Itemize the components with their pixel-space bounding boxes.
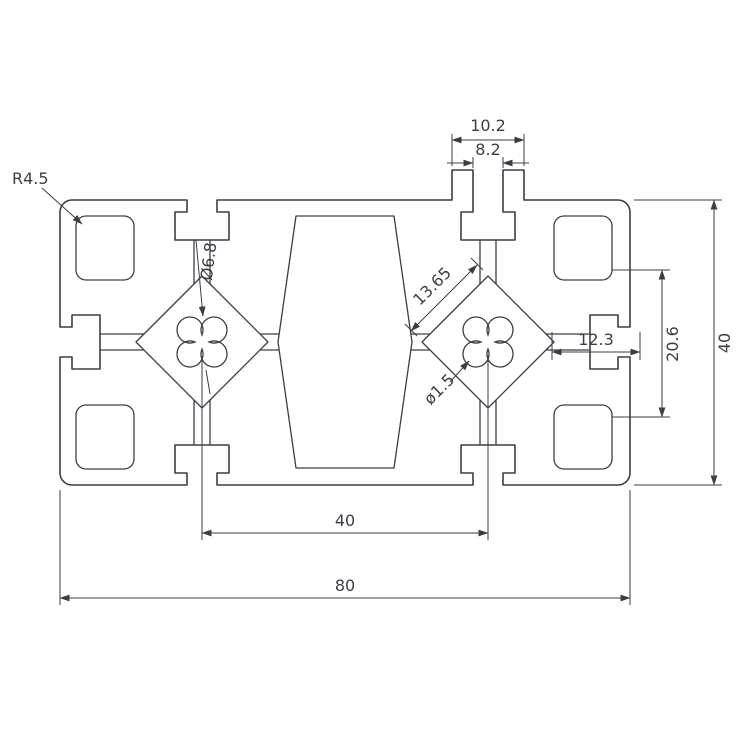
profile-width-extensions: [59, 490, 631, 605]
dim-side-pocket-height: 20.6: [612, 269, 682, 418]
corner-cavity-top-left: [75, 215, 135, 281]
center-hole-leader-tail: [205, 369, 211, 395]
slot-distance-extensions: [201, 356, 489, 540]
corner-radius-label: R4.5: [12, 169, 49, 188]
corner-radius-leader: [41, 187, 83, 225]
center-cavity: [277, 215, 413, 469]
left-core-webs: [100, 240, 279, 445]
dim-center-hole: Ø6.8: [195, 239, 220, 395]
dim-profile-width: 80: [59, 490, 631, 605]
center-hole-label: Ø6.8: [197, 241, 220, 281]
outer-contour-path: [59, 169, 631, 486]
internal-cavities: [75, 215, 613, 470]
dim-tab-outer-width: 10.2: [451, 116, 525, 166]
profile-height-extensions: [634, 199, 722, 486]
profile-outline: [59, 169, 631, 486]
dim-slot-distance: 40: [201, 356, 489, 540]
slot-distance-label: 40: [335, 511, 355, 530]
corner-cavity-bottom-right: [553, 404, 613, 470]
dim-tab-outer-label: 10.2: [470, 116, 506, 135]
corner-cavity-bottom-left: [75, 404, 135, 470]
left-x-hole: [176, 316, 228, 368]
profile-height-label: 40: [715, 333, 734, 353]
side-pocket-height-label: 20.6: [663, 326, 682, 362]
center-hole-leader: [195, 239, 206, 317]
flute-leader: [449, 360, 470, 383]
dim-side-pocket-width: 12.3: [551, 330, 641, 360]
side-pocket-width-label: 12.3: [578, 330, 614, 349]
dim-profile-height: 40: [634, 199, 734, 486]
corner-cavity-top-right: [553, 215, 613, 281]
dim-tab-slot-width: 8.2: [447, 140, 529, 168]
dim-corner-radius: R4.5: [12, 169, 83, 225]
core-diagonal-line: [410, 264, 478, 332]
profile-width-label: 80: [335, 576, 355, 595]
dim-tab-slot-label: 8.2: [475, 140, 500, 159]
